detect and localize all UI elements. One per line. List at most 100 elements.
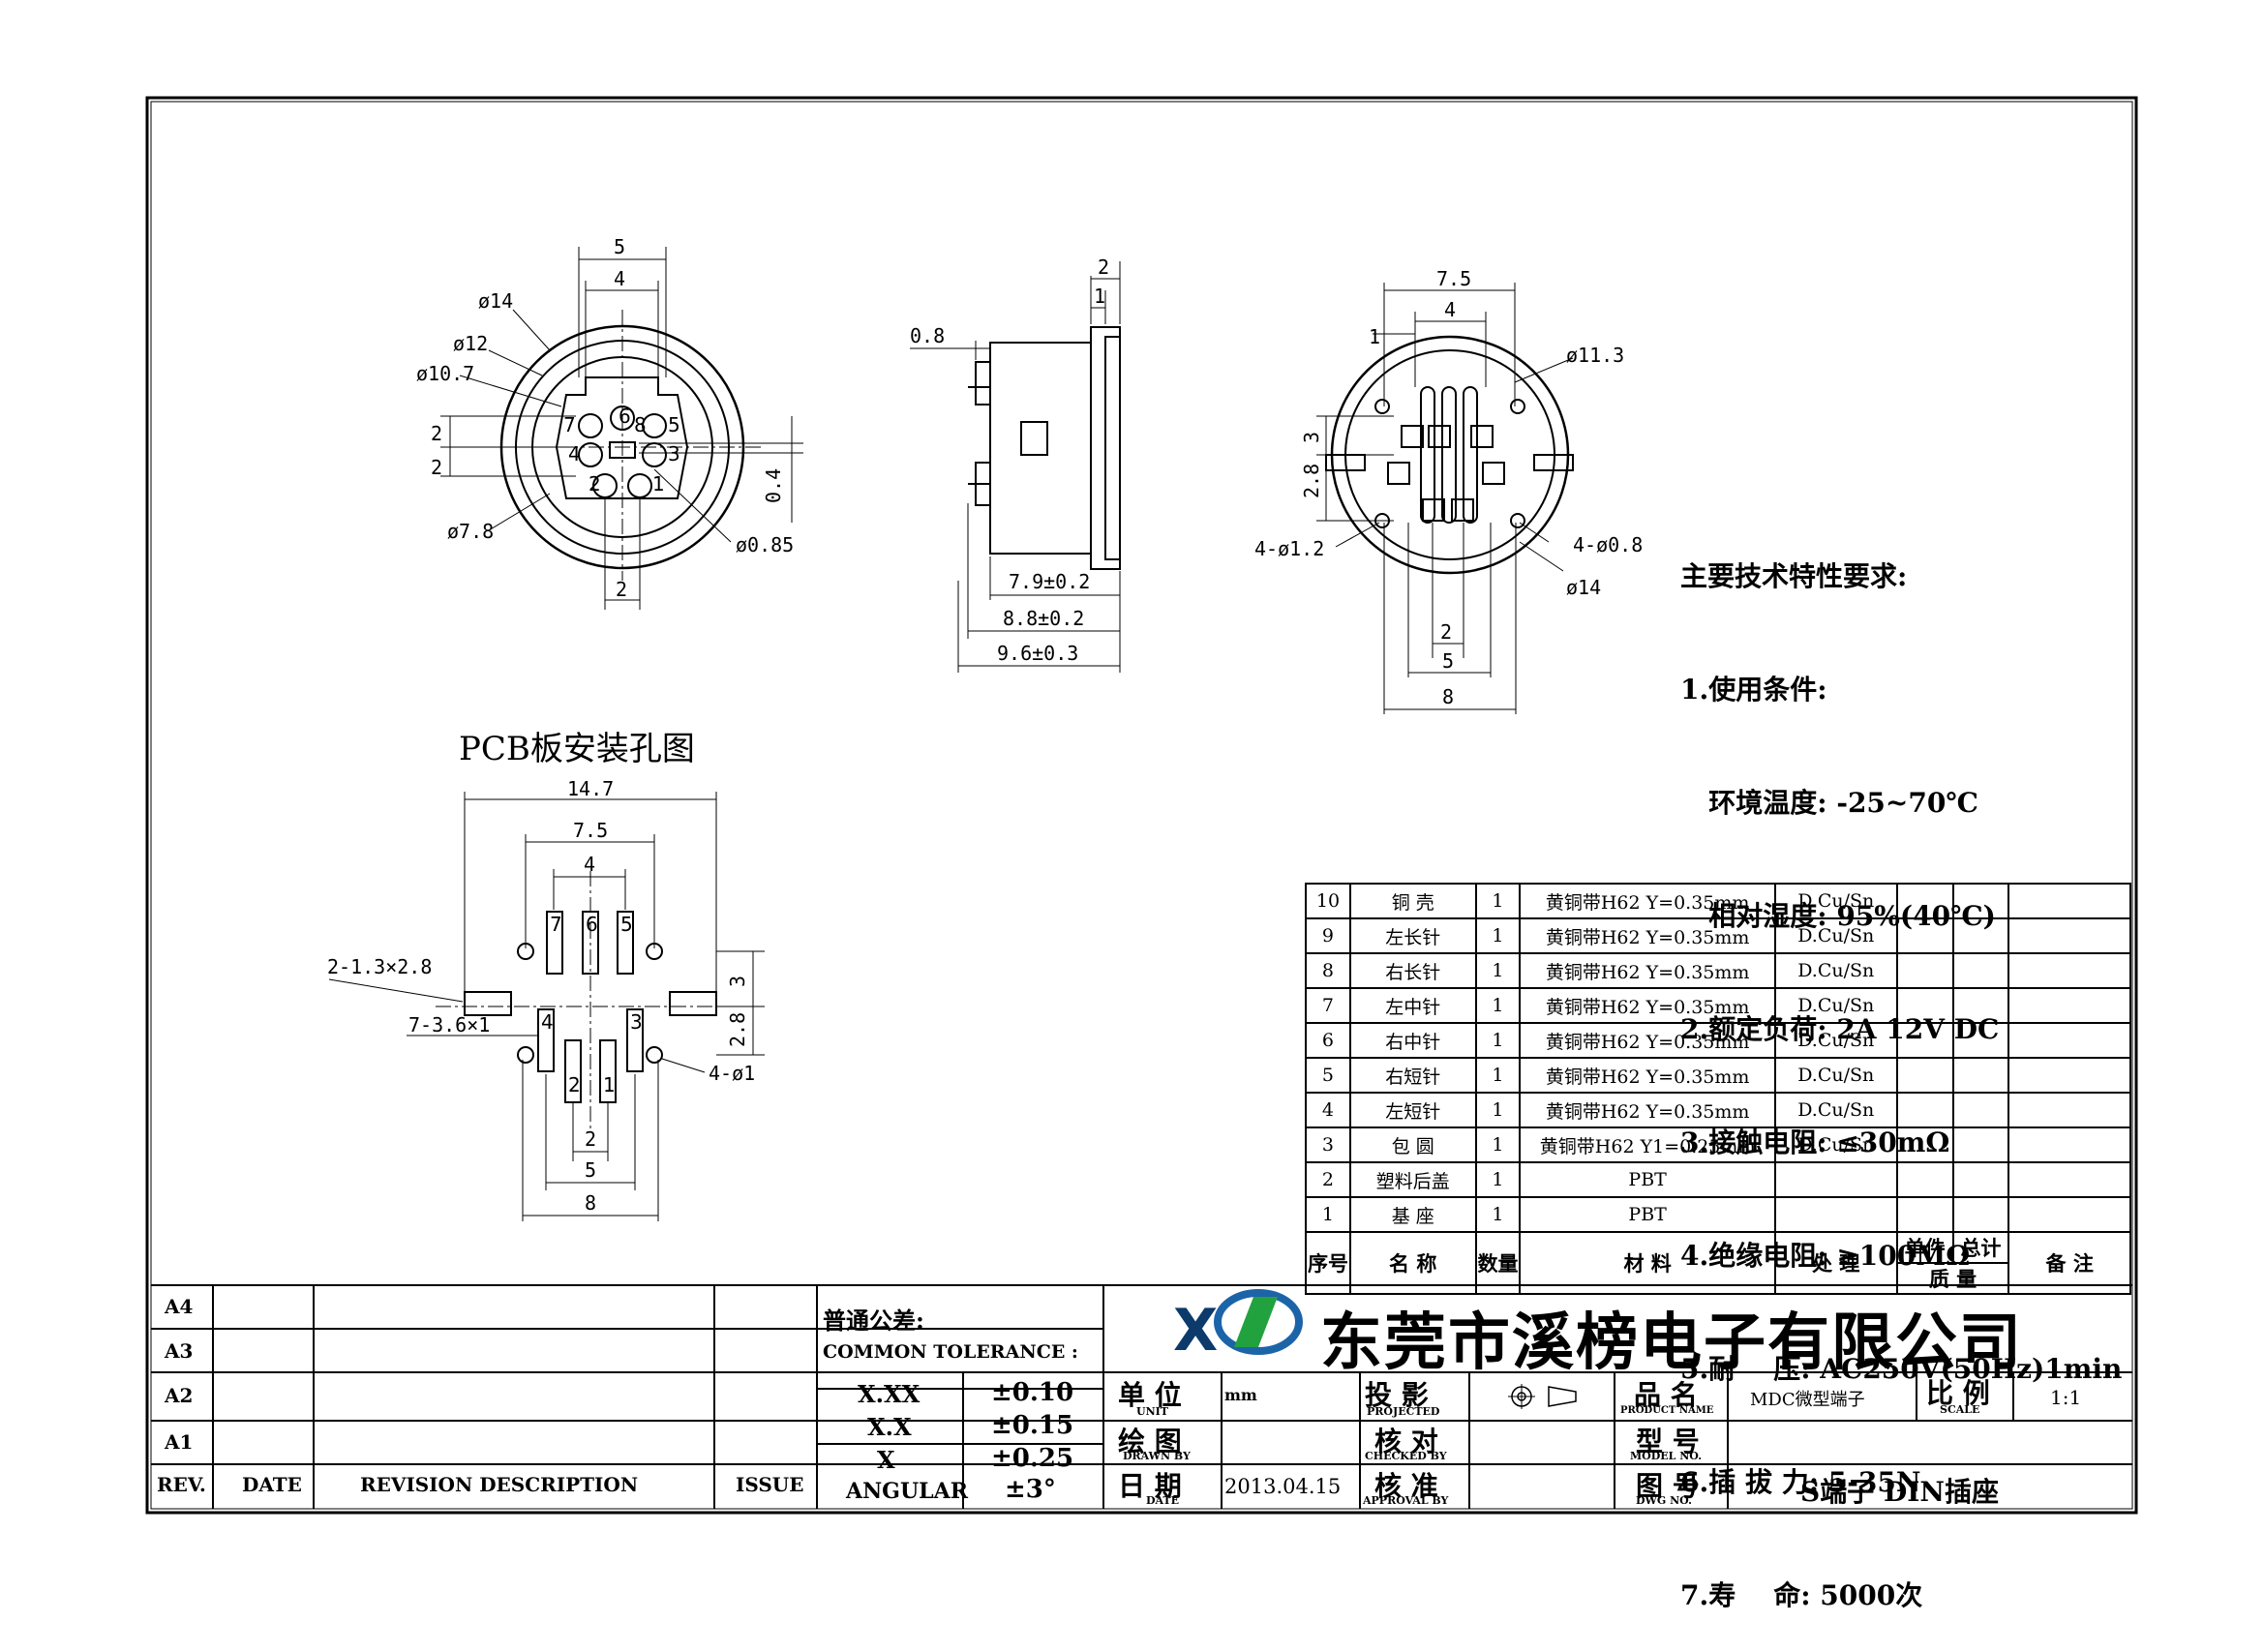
bom-cell: 左中针: [1348, 987, 1477, 1024]
unit-label-en: UNIT: [1136, 1405, 1168, 1418]
issue-header: ISSUE: [736, 1473, 804, 1496]
bom-cell: [1951, 1196, 2010, 1233]
dim-label: ø0.85: [736, 533, 794, 556]
svg-text:X: X: [1173, 1297, 1218, 1365]
bom-header-weight-label: 质 量: [1928, 1267, 1977, 1291]
dim-label: 4: [584, 853, 595, 876]
bom-cell: D.Cu/Sn: [1773, 987, 1898, 1024]
dim-label: ø11.3: [1566, 344, 1624, 367]
pin-number: 1: [652, 472, 665, 496]
dim-label: 4-ø0.8: [1573, 533, 1643, 556]
scale-label: 比 例: [1926, 1377, 1990, 1409]
rev-row-label: A4: [165, 1295, 194, 1318]
bom-cell: [1951, 1161, 2010, 1198]
bom-cell: 右长针: [1348, 952, 1477, 989]
bom-cell: 2: [1305, 1161, 1351, 1198]
bom-header-unit-weight: 单件: [1898, 1233, 1954, 1262]
title-block-grid: [151, 1284, 2132, 1509]
bom-cell: 黄铜带H62 Y=0.35mm: [1519, 883, 1776, 919]
pad-number: 4: [541, 1010, 554, 1034]
dim-label: 14.7: [567, 777, 614, 800]
bom-cell: [1895, 1022, 1954, 1059]
dim-label: 2: [616, 578, 627, 601]
date-label-en: DATE: [1146, 1494, 1180, 1507]
projected-label: 投 影: [1365, 1379, 1429, 1411]
dim-label: 4-ø1: [709, 1062, 755, 1085]
front-view-labels: 5 4 ø14 ø12 ø10.7 2 2 ø7.8 0.4 ø0.85 2 7…: [416, 235, 794, 601]
bom-cell: [1895, 1196, 1954, 1233]
outer-frame: [145, 96, 2138, 1515]
dim-label: 5: [585, 1158, 596, 1182]
bom-cell: [2007, 1057, 2131, 1094]
bom-cell: [2007, 917, 2131, 954]
bom-cell: [2007, 1092, 2131, 1128]
bom-cell: [1951, 952, 2010, 989]
bom-cell: [1895, 1057, 1954, 1094]
side-view: [910, 261, 1121, 673]
pcb-view-labels: 14.7 7.5 4 2-1.3×2.8 7-3.6×1 3 2.8 4-ø1 …: [327, 777, 755, 1215]
pad-number: 5: [620, 913, 633, 936]
bom-cell: PBT: [1519, 1196, 1776, 1233]
tolerance-title-en: COMMON TOLERANCE :: [823, 1341, 1078, 1363]
dim-label: 4: [614, 267, 625, 290]
unit-value: mm: [1224, 1386, 1257, 1404]
unit-label: 单 位: [1118, 1379, 1182, 1411]
inner-frame: [150, 101, 2133, 1510]
bom-cell: [2007, 1022, 2131, 1059]
bom-cell: 黄铜带H62 Y=0.35mm: [1519, 1092, 1776, 1128]
dwg-label: 图 号: [1636, 1470, 1700, 1502]
bom-cell: 黄铜带H62 Y=0.35mm: [1519, 1057, 1776, 1094]
bom-cell: 左短针: [1348, 1092, 1477, 1128]
dim-label: 7.9±0.2: [1009, 570, 1090, 593]
revision-description-header: REVISION DESCRIPTION: [360, 1473, 639, 1496]
tolerance-value: ±0.25: [991, 1444, 1074, 1473]
dim-label: 8: [585, 1191, 596, 1215]
bom-header-remark: 备 注: [2007, 1231, 2131, 1295]
scale-label-en: SCALE: [1940, 1403, 1980, 1416]
bom-cell: 1: [1474, 1161, 1522, 1198]
bom-cell: 9: [1305, 917, 1351, 954]
checked-label-en: CHECKED BY: [1365, 1450, 1447, 1462]
bom-cell: 1: [1474, 1126, 1522, 1163]
rear-view-labels: 7.5 4 1 ø11.3 3 2.8 4-ø1.2 4-ø0.8 ø14 2 …: [1254, 267, 1643, 708]
dim-label: 7.5: [1436, 267, 1471, 290]
product-value: MDC微型端子: [1750, 1390, 1865, 1410]
bom-cell: D.Cu/Sn: [1773, 1126, 1898, 1163]
product-label: 品 名: [1634, 1379, 1698, 1411]
dim-label: 2: [585, 1127, 596, 1151]
bom-header-row: 序号 名 称 数量 材 料 处 理 单件总计 质 量 备 注: [1305, 1231, 2131, 1295]
bom-cell: [2007, 1161, 2131, 1198]
drawn-label-en: DRAWN BY: [1123, 1450, 1191, 1462]
dim-label: 3: [726, 976, 749, 987]
front-view: [440, 247, 803, 610]
bom-cell: [1895, 917, 1954, 954]
pin-number: 7: [563, 413, 576, 436]
dim-label: 2: [431, 422, 442, 445]
dim-label: 7.5: [573, 819, 608, 842]
dim-label: 4-ø1.2: [1254, 537, 1324, 560]
bom-cell: [1773, 1196, 1898, 1233]
spec-title: 主要技术特性要求:: [1680, 560, 1908, 592]
bom-cell: 1: [1474, 987, 1522, 1024]
pad-number: 3: [630, 1010, 643, 1034]
pad-number: 6: [586, 913, 598, 936]
dim-label: ø12: [453, 332, 488, 355]
dwg-value: S端子 DIN插座: [1800, 1476, 1999, 1508]
date-value: 2013.04.15: [1224, 1475, 1342, 1498]
spec-line: 环境温度: -25~70℃: [1680, 787, 1978, 819]
company-logo: X: [1173, 1289, 1303, 1365]
rev-header: REV.: [157, 1473, 206, 1496]
bom-cell: 3: [1305, 1126, 1351, 1163]
dim-label: 1: [1094, 285, 1105, 308]
dim-label: 2: [1098, 255, 1109, 279]
bom-cell: 1: [1474, 917, 1522, 954]
bom-cell: [1895, 987, 1954, 1024]
bom-cell: [2007, 883, 2131, 919]
bom-header-total-weight: 总计: [1960, 1236, 2002, 1260]
